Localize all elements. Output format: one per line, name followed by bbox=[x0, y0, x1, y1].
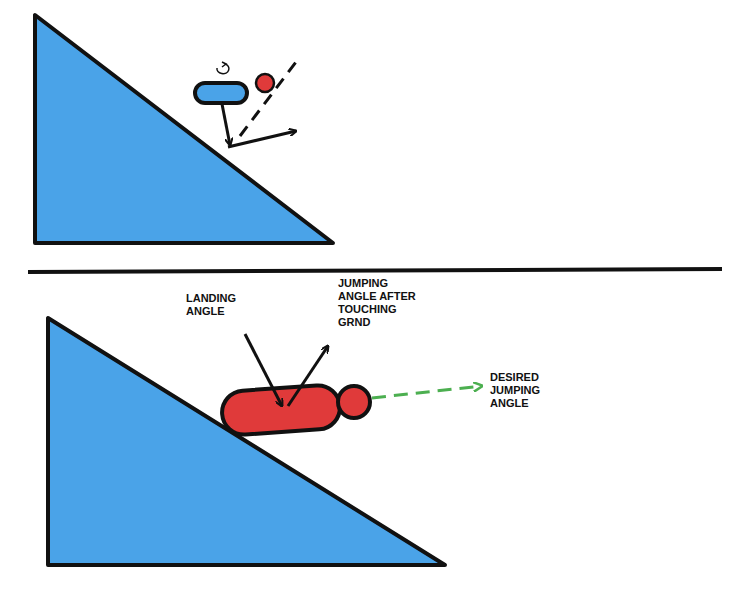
landing-arrow bbox=[222, 104, 230, 145]
desired-arrow bbox=[372, 386, 482, 398]
player-body bbox=[221, 384, 342, 436]
divider bbox=[28, 269, 722, 272]
player-head bbox=[338, 386, 370, 418]
bounce-arrow bbox=[228, 131, 296, 147]
desired-line bbox=[240, 62, 296, 136]
player-head bbox=[256, 74, 274, 92]
annotation-label: DESIRED JUMPING ANGLE bbox=[490, 371, 552, 410]
bounce-arrow bbox=[288, 346, 328, 406]
annotation-label: LANDING ANGLE bbox=[186, 292, 258, 318]
player-body bbox=[195, 83, 247, 103]
slope bbox=[48, 318, 445, 565]
slope bbox=[35, 15, 333, 243]
annotation-label: JUMPING ANGLE AFTER TOUCHING GRND bbox=[338, 277, 418, 329]
landing-arrow bbox=[245, 334, 282, 406]
